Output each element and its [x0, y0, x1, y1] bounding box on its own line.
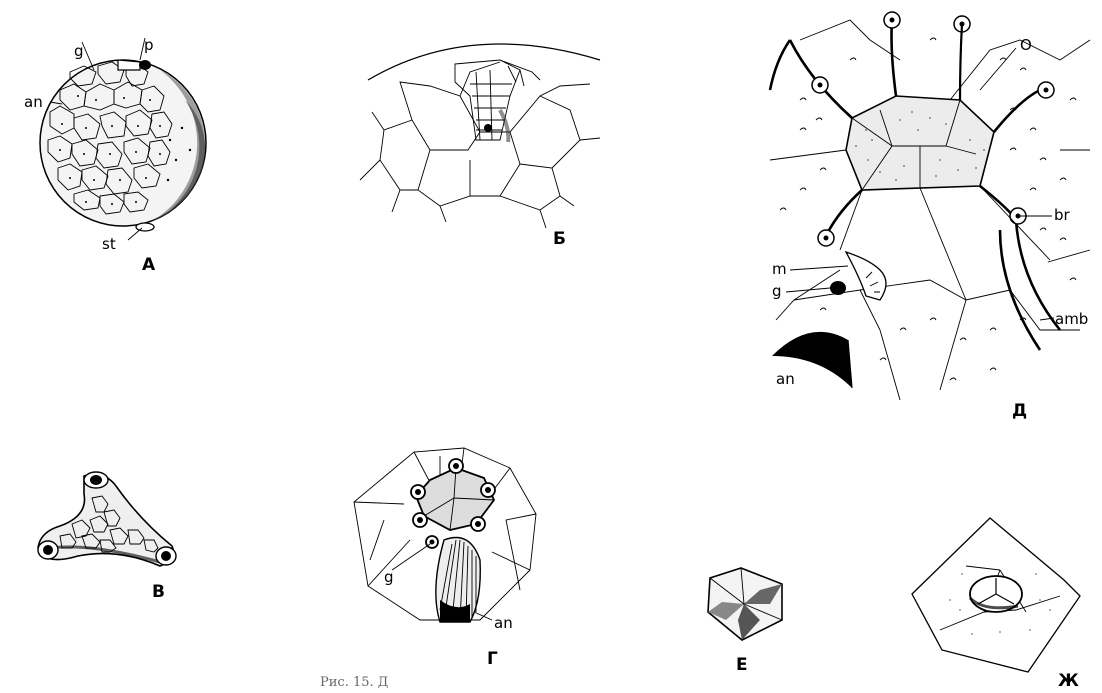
panel-g-label-g: g — [384, 568, 394, 586]
panel-a-label-g: g — [74, 42, 84, 60]
panel-d-label-m: m — [772, 260, 787, 278]
panel-b-fragment — [360, 44, 600, 228]
panel-b-letter: Б — [553, 229, 566, 249]
panel-v-triradiate — [38, 472, 176, 566]
panel-g-label-an: an — [494, 614, 513, 632]
panel-d-label-g: g — [772, 282, 782, 300]
panel-d-detail — [770, 12, 1090, 400]
panel-zh-letter: Ж — [1058, 671, 1079, 691]
panel-d-label-br: br — [1054, 206, 1071, 224]
panel-d-label-an: an — [776, 370, 795, 388]
panel-a-sphere — [40, 38, 206, 240]
panel-e-letter: Е — [736, 655, 748, 675]
panel-d-label-amb: amb — [1055, 310, 1088, 328]
panel-g-letter: Г — [487, 649, 498, 669]
panel-zh-plate — [912, 518, 1080, 672]
panel-v-letter: В — [152, 582, 165, 602]
figure-caption: Рис. 15. Д — [320, 675, 388, 690]
panel-a-letter: А — [142, 255, 156, 275]
panel-d-letter: Д — [1012, 401, 1027, 421]
panel-g-cluster — [354, 448, 536, 622]
panel-d-label-o: O — [1020, 36, 1032, 54]
panel-a-label-st: st — [102, 235, 116, 253]
panel-e-pentagon — [708, 568, 782, 640]
panel-a-label-an: an — [24, 93, 43, 111]
panel-a-label-p: p — [144, 36, 154, 54]
